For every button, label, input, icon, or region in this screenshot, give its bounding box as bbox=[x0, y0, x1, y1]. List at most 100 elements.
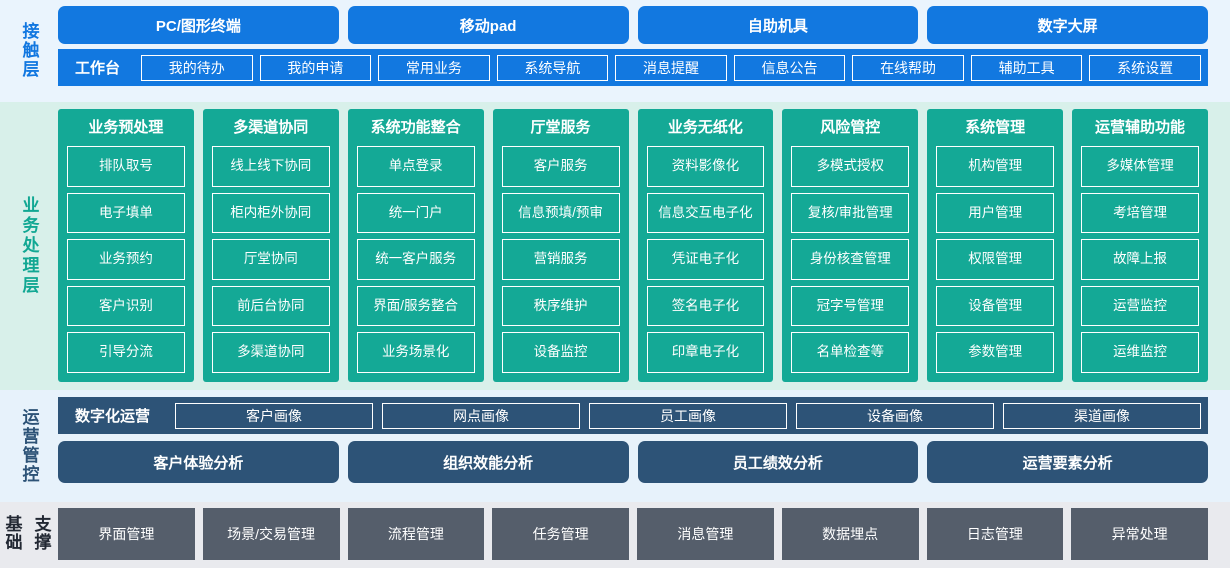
business-item[interactable]: 身份核查管理 bbox=[791, 239, 910, 280]
workbench-item-system-settings[interactable]: 系统设置 bbox=[1089, 54, 1201, 81]
foundation-chip-data-tracking[interactable]: 数据埋点 bbox=[781, 508, 919, 560]
portrait-item-branch[interactable]: 网点画像 bbox=[382, 402, 581, 429]
business-item[interactable]: 营销服务 bbox=[501, 239, 620, 280]
foundation-chip-exception-handling[interactable]: 异常处理 bbox=[1071, 508, 1208, 560]
business-item[interactable]: 多媒体管理 bbox=[1081, 146, 1199, 187]
business-item[interactable]: 客户服务 bbox=[501, 146, 620, 187]
business-column-title: 系统功能整合 bbox=[370, 119, 461, 136]
business-column-title: 系统管理 bbox=[965, 119, 1026, 136]
business-item[interactable]: 复核/审批管理 bbox=[791, 192, 910, 234]
business-item[interactable]: 信息预填/预审 bbox=[501, 192, 620, 234]
business-item[interactable]: 参数管理 bbox=[936, 332, 1055, 373]
foundation-layer-label: 基础 支撑 bbox=[0, 508, 58, 560]
digital-operation-title: 数字化运营 bbox=[75, 408, 151, 425]
analysis-chip-operation-elements[interactable]: 运营要素分析 bbox=[927, 441, 1208, 483]
portrait-item-customer[interactable]: 客户画像 bbox=[175, 402, 374, 429]
business-item[interactable]: 设备监控 bbox=[501, 332, 620, 373]
business-item[interactable]: 运营监控 bbox=[1081, 285, 1199, 327]
channel-chip-pc[interactable]: PC/图形终端 bbox=[58, 6, 339, 44]
business-item[interactable]: 签名电子化 bbox=[646, 285, 765, 327]
business-item[interactable]: 资料影像化 bbox=[646, 146, 765, 187]
foundation-label-line2: 支撑 bbox=[34, 514, 53, 552]
workbench-item-auxiliary-tools[interactable]: 辅助工具 bbox=[970, 54, 1083, 81]
workbench-item-my-application[interactable]: 我的申请 bbox=[259, 54, 372, 81]
business-layer-body: 业务预处理 排队取号 电子填单 业务预约 客户识别 引导分流 多渠道协同 线上线… bbox=[58, 109, 1230, 382]
channel-chip-mobile-pad[interactable]: 移动pad bbox=[347, 6, 629, 44]
business-item[interactable]: 权限管理 bbox=[936, 239, 1055, 280]
business-column-paperless: 业务无纸化 资料影像化 信息交互电子化 凭证电子化 签名电子化 印章电子化 bbox=[637, 109, 774, 382]
business-item[interactable]: 前后台协同 bbox=[211, 285, 330, 327]
business-column-pre-processing: 业务预处理 排队取号 电子填单 业务预约 客户识别 引导分流 bbox=[58, 109, 194, 382]
business-item[interactable]: 业务预约 bbox=[67, 239, 185, 280]
business-item[interactable]: 引导分流 bbox=[67, 332, 185, 373]
business-column-multichannel: 多渠道协同 线上线下协同 柜内柜外协同 厅堂协同 前后台协同 多渠道协同 bbox=[202, 109, 339, 382]
foundation-chip-scenario-transaction[interactable]: 场景/交易管理 bbox=[202, 508, 340, 560]
contact-layer-label: 接触层 bbox=[19, 21, 39, 79]
business-item[interactable]: 用户管理 bbox=[936, 192, 1055, 234]
analysis-row: 客户体验分析 组织效能分析 员工绩效分析 运营要素分析 bbox=[58, 441, 1208, 483]
channel-chip-digital-screen[interactable]: 数字大屏 bbox=[927, 6, 1208, 44]
business-item[interactable]: 单点登录 bbox=[356, 146, 475, 187]
business-column-title: 风险管控 bbox=[820, 119, 881, 136]
business-item[interactable]: 电子填单 bbox=[67, 192, 185, 234]
operation-layer-body: 数字化运营 客户画像 网点画像 员工画像 设备画像 渠道画像 客户体验分析 组织… bbox=[58, 397, 1230, 494]
business-item[interactable]: 设备管理 bbox=[936, 285, 1055, 327]
business-column-system-management: 系统管理 机构管理 用户管理 权限管理 设备管理 参数管理 bbox=[927, 109, 1064, 382]
business-item[interactable]: 机构管理 bbox=[936, 146, 1055, 187]
workbench-item-information-bulletin[interactable]: 信息公告 bbox=[733, 54, 846, 81]
contact-layer: 接触层 PC/图形终端 移动pad 自助机具 数字大屏 工作台 我的待办 我的申… bbox=[0, 0, 1230, 102]
business-column-title: 厅堂服务 bbox=[530, 119, 591, 136]
analysis-chip-employee-performance[interactable]: 员工绩效分析 bbox=[637, 441, 919, 483]
business-item[interactable]: 统一客户服务 bbox=[356, 239, 475, 280]
analysis-chip-customer-experience[interactable]: 客户体验分析 bbox=[58, 441, 339, 483]
analysis-chip-organization-efficiency[interactable]: 组织效能分析 bbox=[347, 441, 629, 483]
business-column-group: 业务预处理 排队取号 电子填单 业务预约 客户识别 引导分流 多渠道协同 线上线… bbox=[58, 109, 1208, 382]
portrait-item-device[interactable]: 设备画像 bbox=[796, 402, 995, 429]
business-column-risk-control: 风险管控 多模式授权 复核/审批管理 身份核查管理 冠字号管理 名单检查等 bbox=[782, 109, 919, 382]
foundation-chip-log-management[interactable]: 日志管理 bbox=[926, 508, 1064, 560]
foundation-chip-message-management[interactable]: 消息管理 bbox=[637, 508, 774, 560]
business-column-title: 业务无纸化 bbox=[667, 119, 743, 136]
business-layer: 业务处理层 业务预处理 排队取号 电子填单 业务预约 客户识别 引导分流 多渠道… bbox=[0, 102, 1230, 390]
operation-layer: 运营管控 数字化运营 客户画像 网点画像 员工画像 设备画像 渠道画像 客户体验… bbox=[0, 390, 1230, 502]
business-item[interactable]: 统一门户 bbox=[356, 192, 475, 234]
portrait-item-channel[interactable]: 渠道画像 bbox=[1003, 402, 1202, 429]
business-item[interactable]: 业务场景化 bbox=[356, 332, 475, 373]
digital-operation-bar: 数字化运营 客户画像 网点画像 员工画像 设备画像 渠道画像 bbox=[58, 397, 1208, 434]
workbench-item-my-todo[interactable]: 我的待办 bbox=[141, 54, 253, 81]
business-column-title: 多渠道协同 bbox=[233, 119, 309, 136]
workbench-item-message-reminder[interactable]: 消息提醒 bbox=[615, 54, 727, 81]
business-item[interactable]: 柜内柜外协同 bbox=[211, 192, 330, 234]
business-item[interactable]: 排队取号 bbox=[67, 146, 185, 187]
business-item[interactable]: 考培管理 bbox=[1081, 192, 1199, 234]
foundation-chip-ui-management[interactable]: 界面管理 bbox=[58, 508, 195, 560]
contact-layer-body: PC/图形终端 移动pad 自助机具 数字大屏 工作台 我的待办 我的申请 常用… bbox=[58, 6, 1230, 94]
business-item[interactable]: 故障上报 bbox=[1081, 239, 1199, 280]
business-item[interactable]: 多渠道协同 bbox=[211, 332, 330, 373]
workbench-item-common-business[interactable]: 常用业务 bbox=[378, 54, 490, 81]
business-item[interactable]: 厅堂协同 bbox=[211, 239, 330, 280]
channel-chip-self-service[interactable]: 自助机具 bbox=[637, 6, 919, 44]
channel-row: PC/图形终端 移动pad 自助机具 数字大屏 bbox=[58, 6, 1208, 44]
business-item[interactable]: 名单检查等 bbox=[791, 332, 910, 373]
business-item[interactable]: 印章电子化 bbox=[646, 332, 765, 373]
business-item[interactable]: 信息交互电子化 bbox=[646, 192, 765, 234]
business-column-title: 业务预处理 bbox=[88, 119, 164, 136]
business-item[interactable]: 客户识别 bbox=[67, 285, 185, 327]
business-column-lobby-service: 厅堂服务 客户服务 信息预填/预审 营销服务 秩序维护 设备监控 bbox=[492, 109, 629, 382]
foundation-row: 界面管理 场景/交易管理 流程管理 任务管理 消息管理 数据埋点 日志管理 异常… bbox=[58, 508, 1208, 560]
foundation-chip-task-management[interactable]: 任务管理 bbox=[492, 508, 629, 560]
operation-layer-label: 运营管控 bbox=[19, 407, 39, 484]
business-item[interactable]: 线上线下协同 bbox=[211, 146, 330, 187]
business-item[interactable]: 运维监控 bbox=[1081, 332, 1199, 373]
portrait-item-employee[interactable]: 员工画像 bbox=[589, 402, 788, 429]
business-item[interactable]: 界面/服务整合 bbox=[356, 285, 475, 327]
foundation-chip-process-management[interactable]: 流程管理 bbox=[347, 508, 485, 560]
business-item[interactable]: 冠字号管理 bbox=[791, 285, 910, 327]
business-item[interactable]: 秩序维护 bbox=[501, 285, 620, 327]
business-item[interactable]: 凭证电子化 bbox=[646, 239, 765, 280]
workbench-item-system-navigation[interactable]: 系统导航 bbox=[496, 54, 609, 81]
workbench-item-online-help[interactable]: 在线帮助 bbox=[852, 54, 964, 81]
workbench-title: 工作台 bbox=[75, 60, 121, 77]
business-item[interactable]: 多模式授权 bbox=[791, 146, 910, 187]
